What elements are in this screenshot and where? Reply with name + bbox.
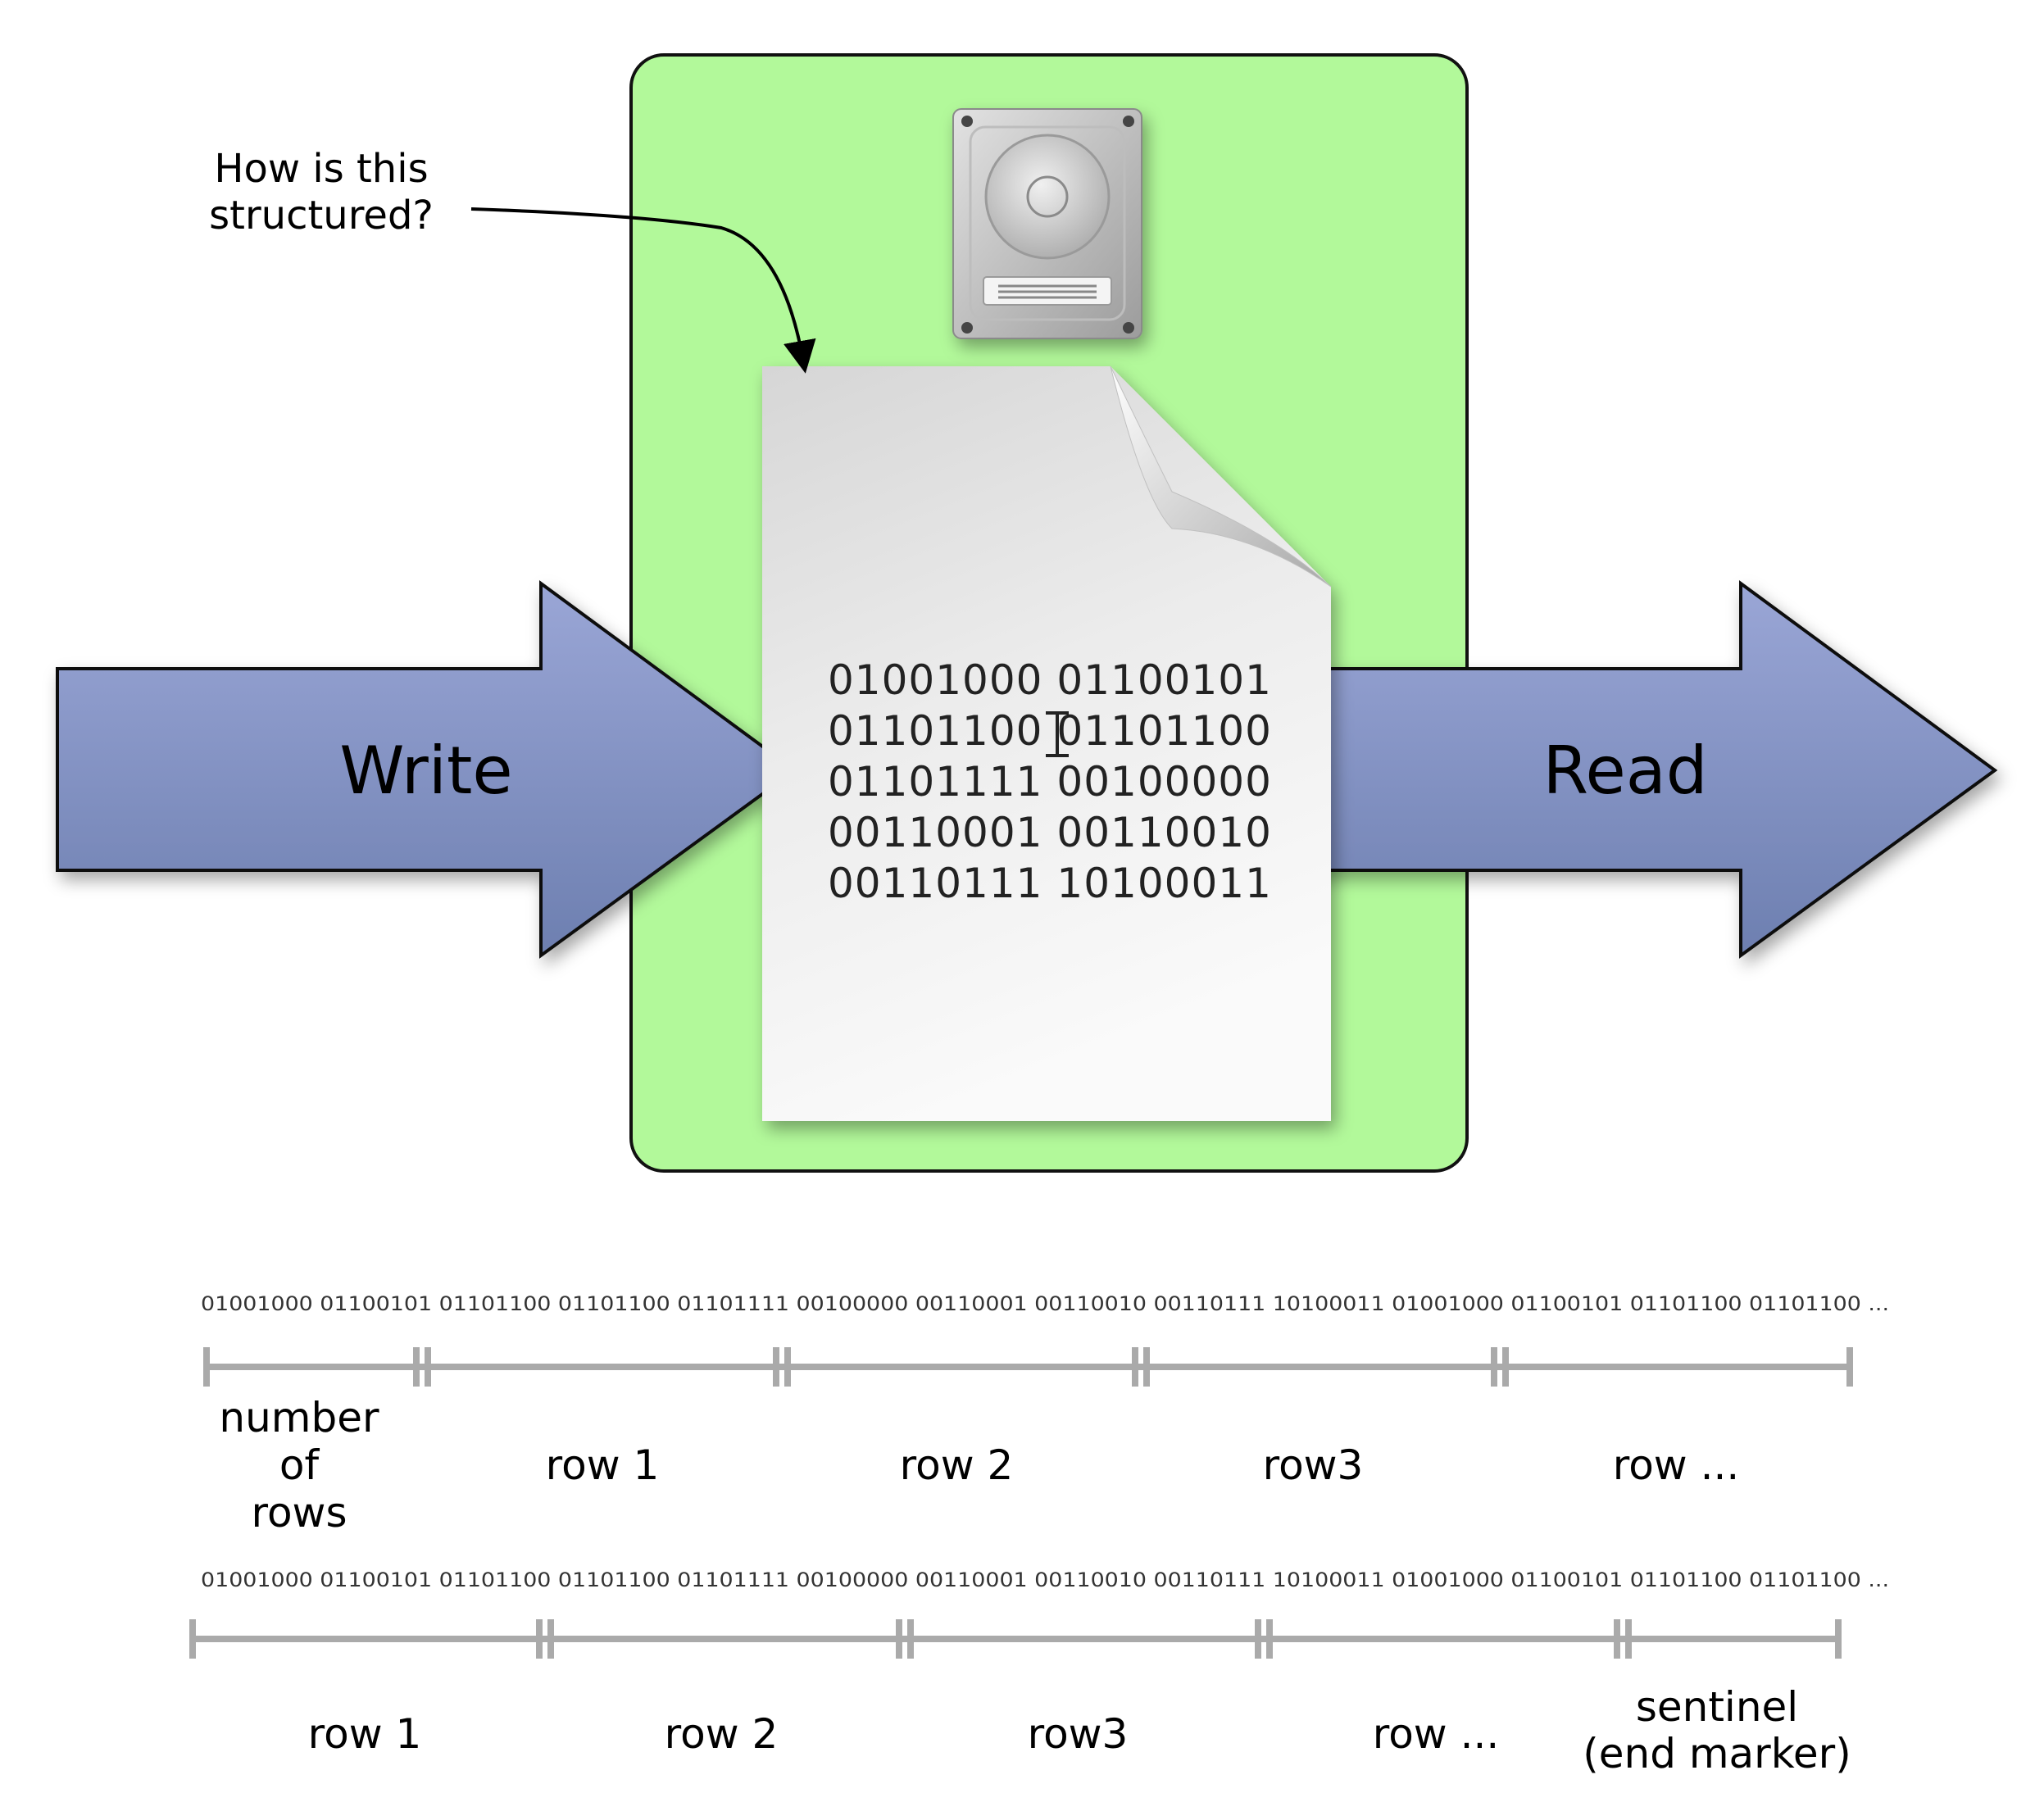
layout-a-label: number <box>219 1394 379 1441</box>
read-arrow <box>1310 580 1998 959</box>
annotation-line-2: structured? <box>209 193 434 238</box>
binary-line: 00110111 10100011 <box>828 860 1272 907</box>
layout-b-label: (end marker) <box>1583 1730 1851 1777</box>
layout-b-label: row 1 <box>308 1710 422 1758</box>
write-arrow <box>56 580 798 959</box>
read-label: Read <box>1542 733 1707 809</box>
layout-b-label: row3 <box>1028 1710 1129 1758</box>
layout-a-label: row 2 <box>900 1441 1014 1489</box>
page-curl <box>1110 365 1332 588</box>
document-binary: 01001000 01100101 01101100 01101100 0110… <box>828 656 1272 907</box>
layout-b-label: sentinel <box>1636 1683 1798 1731</box>
text-cursor-icon <box>1046 711 1069 757</box>
binary-line: 01101111 00100000 <box>828 758 1272 806</box>
layout-a-label: row 1 <box>546 1441 660 1489</box>
hard-drive-icon <box>952 108 1142 339</box>
write-label: Write <box>339 733 512 809</box>
binary-line: 01101100 01101100 <box>828 707 1272 755</box>
layout-a-label: rows <box>252 1489 347 1537</box>
stream-a: 01001000 01100101 01101100 01101100 0110… <box>201 1292 1889 1315</box>
layout-b-label: row 2 <box>665 1710 779 1758</box>
stream-b: 01001000 01100101 01101100 01101100 0110… <box>201 1568 1889 1591</box>
document-icon <box>762 365 1332 1121</box>
layout-a-label: row3 <box>1263 1441 1364 1489</box>
layout-a-label: row ... <box>1613 1441 1740 1489</box>
binary-line: 01001000 01100101 <box>828 656 1272 704</box>
layout-b-label: row ... <box>1373 1710 1500 1758</box>
binary-line: 00110001 00110010 <box>828 809 1272 856</box>
layout-b-ruler <box>189 1619 1842 1659</box>
curved-arrow-icon <box>470 207 816 374</box>
layout-a-label: of <box>279 1441 320 1489</box>
layout-a-ruler <box>203 1347 1853 1387</box>
annotation-line-1: How is this <box>214 146 428 192</box>
